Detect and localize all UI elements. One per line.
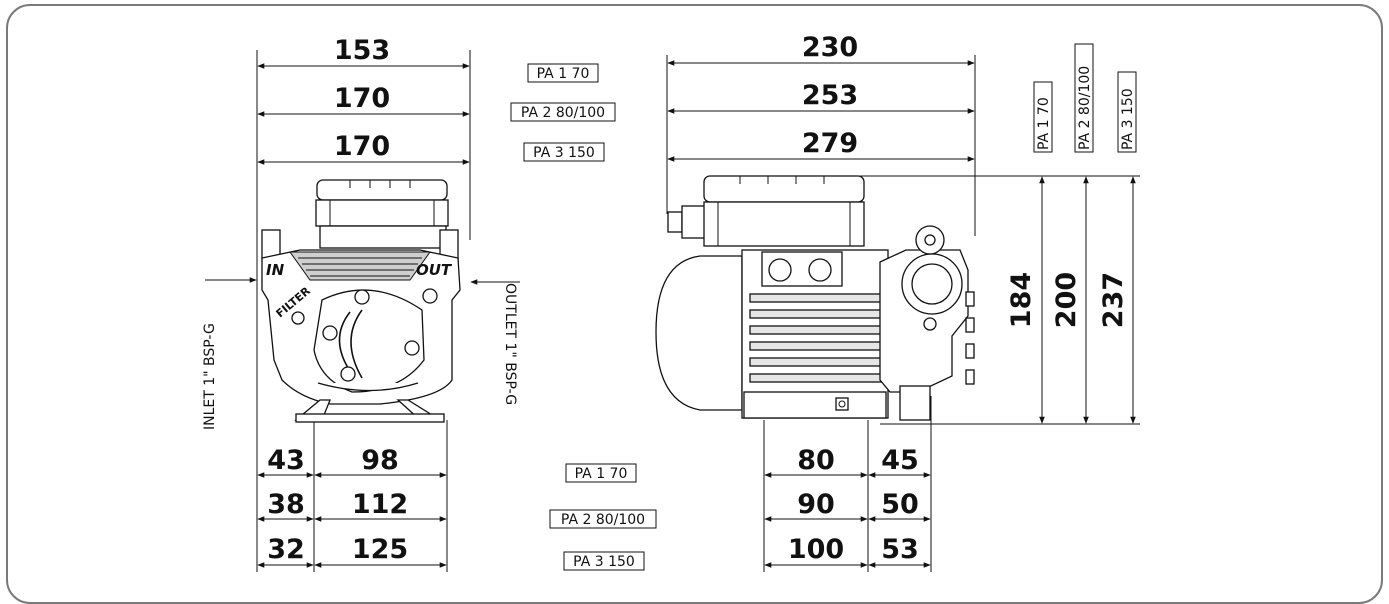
front-base-dim-2: 112 — [352, 489, 408, 520]
front-base-dim-3: 125 — [352, 534, 408, 565]
side-head-dim-2: 50 — [881, 489, 919, 520]
front-bottom-model-3: PA 3 150 — [563, 551, 645, 571]
side-height-model-2: PA 2 80/100 — [1074, 43, 1094, 153]
front-top-model-1: PA 1 70 — [527, 63, 599, 83]
side-base-dim-3: 100 — [788, 534, 844, 565]
side-height-model-3: PA 3 150 — [1117, 71, 1137, 153]
front-foot-dim-1: 43 — [267, 445, 305, 476]
side-base-dim-2: 90 — [797, 489, 835, 520]
side-length-dim-3: 279 — [802, 128, 858, 159]
motor-cooling-fins — [749, 293, 883, 383]
outlet-marking: OUT — [416, 261, 453, 279]
svg-text:PA 1 70: PA 1 70 — [537, 66, 590, 82]
svg-text:PA 1 70: PA 1 70 — [1036, 97, 1052, 150]
front-top-model-2: PA 2 80/100 — [510, 102, 616, 122]
side-height-dim-1: 184 — [1006, 272, 1037, 328]
front-bottom-model-1: PA 1 70 — [565, 463, 637, 483]
svg-text:PA 2 80/100: PA 2 80/100 — [1077, 66, 1093, 150]
outlet-label: OUTLET 1" BSP-G — [502, 283, 518, 405]
svg-text:PA 3 150: PA 3 150 — [573, 554, 635, 570]
side-view: 230 253 279 — [655, 32, 1140, 572]
front-width-dim-1: 153 — [334, 35, 390, 66]
front-view: 153 170 170 PA 1 70 PA 2 80/100 PA 3 150 — [202, 35, 657, 572]
front-width-dim-2: 170 — [334, 83, 390, 114]
side-height-dim-3: 237 — [1098, 272, 1129, 328]
front-foot-dim-2: 38 — [267, 489, 305, 520]
svg-text:PA 2 80/100: PA 2 80/100 — [521, 105, 605, 121]
svg-text:PA 2 80/100: PA 2 80/100 — [561, 512, 645, 528]
inlet-label: INLET 1" BSP-G — [202, 323, 218, 430]
svg-text:PA 3 150: PA 3 150 — [1120, 88, 1136, 150]
front-top-model-3: PA 3 150 — [523, 142, 605, 162]
front-foot-dim-3: 32 — [267, 534, 305, 565]
front-bottom-model-2: PA 2 80/100 — [549, 509, 657, 529]
technical-drawing: 153 170 170 PA 1 70 PA 2 80/100 PA 3 150 — [202, 32, 1140, 572]
side-head-dim-3: 53 — [881, 534, 919, 565]
inlet-marking: IN — [266, 261, 285, 279]
side-height-model-1: PA 1 70 — [1033, 81, 1053, 153]
side-pump-body — [655, 175, 975, 421]
front-base-dim-1: 98 — [361, 445, 399, 476]
svg-text:PA 1 70: PA 1 70 — [575, 466, 628, 482]
side-base-dim-1: 80 — [797, 445, 835, 476]
side-height-dim-2: 200 — [1051, 272, 1082, 328]
side-length-dim-2: 253 — [802, 80, 858, 111]
side-length-dim-1: 230 — [802, 32, 858, 63]
side-head-dim-1: 45 — [881, 445, 919, 476]
front-pump-body: IN OUT FILTER — [261, 179, 461, 423]
front-width-dim-3: 170 — [334, 131, 390, 162]
svg-text:PA 3 150: PA 3 150 — [533, 145, 595, 161]
